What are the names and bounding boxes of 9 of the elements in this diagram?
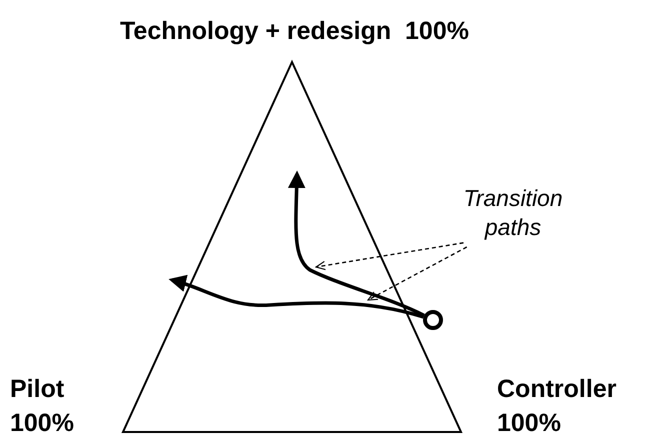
leader-line [367,246,468,301]
corner-label: Controller 100% [497,374,618,439]
callout-text: Transition paths [458,184,568,244]
corner-label: Technology + redesign 100% [120,16,470,47]
transition-arrow [168,275,424,319]
leader-line [315,242,464,270]
corner-label: Pilot 100% [10,374,75,439]
start-circle [423,310,443,330]
transition-arrow [288,170,425,317]
